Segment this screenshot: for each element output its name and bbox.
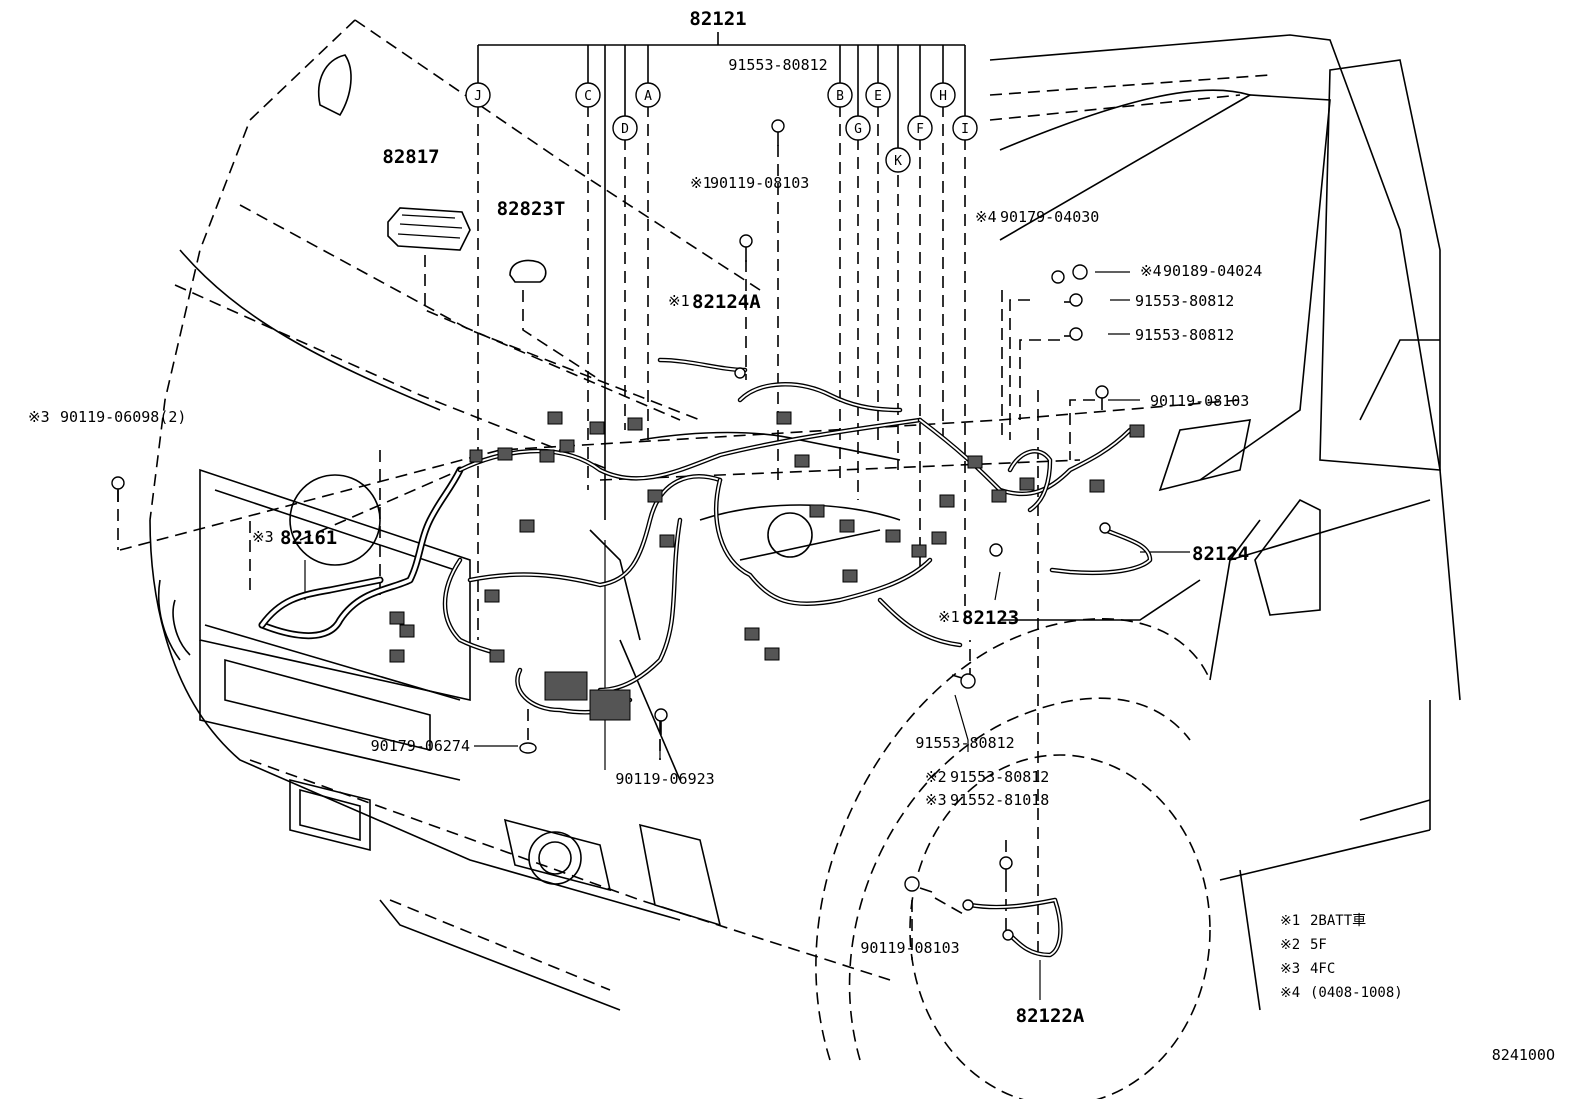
connector-label-E: E: [865, 82, 891, 108]
note-mark-3: ※3: [1280, 961, 1300, 977]
main-leader-lines: [117, 32, 1190, 1000]
connector-label-F: F: [907, 115, 933, 141]
connector-label-H: H: [930, 82, 956, 108]
connector-label-I: I: [952, 115, 978, 141]
label-clip-front: 90179-06274: [371, 737, 470, 755]
mark-s3-bolt: ※3: [925, 791, 947, 809]
connectors: [389, 411, 1145, 721]
label-bolt-left: 90119-06098(2): [60, 408, 186, 426]
mark-s1-bolt: ※1: [690, 174, 712, 192]
connector-label-K: K: [885, 147, 911, 173]
bolt-icon: [654, 708, 668, 735]
bolt-icon: [771, 119, 785, 146]
bolt-icon: [1064, 293, 1083, 307]
connector-label-B: B: [827, 82, 853, 108]
clip-icon: [519, 742, 537, 754]
connector-label-C: C: [575, 82, 601, 108]
label-bolt-s1: 90119-08103: [710, 174, 809, 192]
label-82124: 82124: [1192, 543, 1249, 565]
label-bolt-front: 90119-06923: [615, 770, 714, 788]
label-bolt-mid: 91553-80812: [915, 734, 1014, 752]
bolt-icon: [1064, 327, 1083, 341]
mark-s1-82123: ※1: [938, 608, 960, 626]
notes-legend: ※1 2BATT車 ※2 5F ※3 4FC ※4 (0408-1008): [1280, 912, 1403, 1001]
label-main-part: 82121: [689, 8, 746, 30]
figure-code: 824100O: [1492, 1046, 1555, 1064]
svg-text:A: A: [644, 89, 652, 104]
engine-room-wire-harness: [258, 357, 1153, 958]
bolt-icon: [111, 476, 125, 502]
part-number-labels: 82121 82817 82823T 91553-80812 ※1 90119-…: [28, 8, 1262, 1027]
label-82122A: 82122A: [1016, 1005, 1085, 1027]
bolt-icon: [739, 234, 753, 262]
svg-text:J: J: [474, 89, 482, 104]
mark-s4-clip-a: ※4: [975, 208, 997, 226]
svg-text:H: H: [939, 89, 947, 104]
note-text-4: (0408-1008): [1310, 985, 1403, 1001]
svg-text:E: E: [874, 89, 882, 104]
label-82123: 82123: [962, 607, 1019, 629]
connector-label-A: A: [635, 82, 661, 108]
note-text-1: 2BATT車: [1310, 912, 1366, 929]
svg-text:I: I: [961, 122, 969, 137]
mark-s2: ※2: [925, 768, 947, 786]
bolt-icon: [1095, 385, 1109, 410]
connector-label-D: D: [612, 115, 638, 141]
label-clip-s4-b: 90189-04024: [1163, 262, 1262, 280]
note-text-3: 4FC: [1310, 961, 1335, 977]
label-bolt-wheel: 90119-08103: [860, 939, 959, 957]
cap-82823T: [509, 259, 547, 283]
svg-text:F: F: [916, 122, 924, 137]
label-82124A: 82124A: [692, 291, 761, 313]
svg-text:D: D: [621, 122, 629, 137]
mark-s3-82161: ※3: [252, 528, 274, 546]
note-mark-2: ※2: [1280, 937, 1300, 953]
label-bolt-r1: 91553-80812: [1135, 292, 1234, 310]
svg-text:K: K: [894, 154, 902, 169]
note-text-2: 5F: [1310, 937, 1327, 953]
clip-icon: [1051, 264, 1088, 284]
connector-label-G: G: [845, 115, 871, 141]
note-mark-1: ※1: [1280, 913, 1300, 929]
relay-block-82817: [387, 207, 471, 251]
connector-letter-markers: J C D A B G E K F H I: [465, 82, 978, 173]
small-parts: [111, 119, 1111, 941]
bolt-icon: [951, 673, 976, 689]
mark-s4-clip-b: ※4: [1140, 262, 1162, 280]
connector-label-J: J: [465, 82, 491, 108]
bolt-icon: [904, 876, 933, 893]
label-bolt-s2: 91553-80812: [950, 768, 1049, 786]
note-mark-4: ※4: [1280, 985, 1300, 1001]
label-82823T: 82823T: [497, 198, 566, 220]
label-bolt-r2: 91553-80812: [1135, 326, 1234, 344]
label-82817: 82817: [382, 146, 439, 168]
mark-s1-82124A: ※1: [668, 292, 690, 310]
mark-s3-left: ※3: [28, 408, 50, 426]
svg-text:B: B: [836, 89, 844, 104]
vehicle-body-outline: [119, 19, 1461, 1099]
svg-text:G: G: [854, 122, 862, 137]
svg-text:C: C: [584, 89, 592, 104]
label-bolt-s3: 91552-81018: [950, 791, 1049, 809]
label-bolt-top: 91553-80812: [728, 56, 827, 74]
bolt-icon: [999, 856, 1013, 880]
label-clip-s4-a: 90179-04030: [1000, 208, 1099, 226]
label-82161: 82161: [280, 527, 337, 549]
label-bolt-r3: 90119-08103: [1150, 392, 1249, 410]
